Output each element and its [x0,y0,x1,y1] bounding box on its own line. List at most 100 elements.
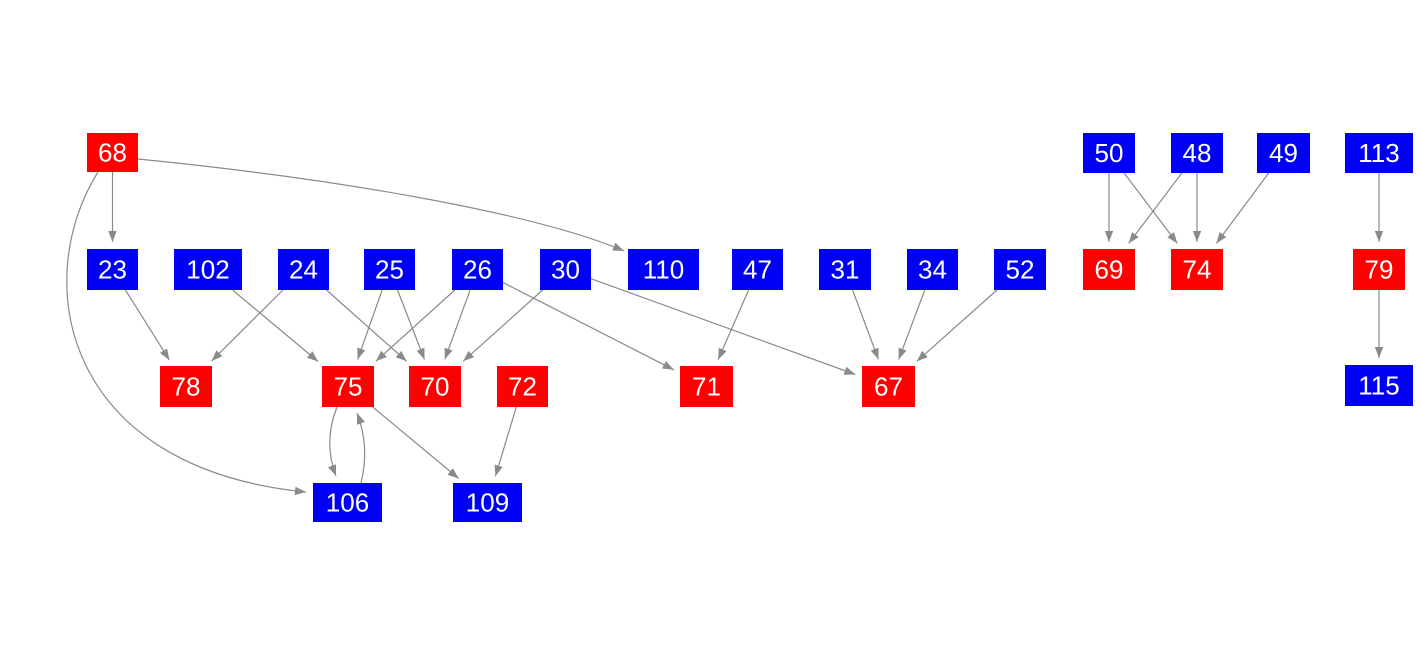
node-48: 48 [1171,133,1223,173]
node-71-label: 71 [692,372,721,402]
node-box [278,249,329,290]
node-109: 109 [453,483,522,522]
arrowhead-icon [463,350,475,362]
edge-34-67 [898,289,926,360]
node-box [452,249,503,290]
edge-line [462,289,544,362]
edge-49-74 [1215,172,1270,244]
arrowhead-icon [1374,347,1384,358]
arrowhead-icon [160,348,170,361]
arrowhead-icon [375,350,387,362]
arrowhead-icon [662,361,674,370]
node-113: 113 [1345,133,1413,173]
edge-line [232,289,319,362]
node-box [364,249,415,290]
node-box [680,366,733,407]
node-110-label: 110 [643,255,684,285]
node-70-label: 70 [421,372,450,402]
node-30-label: 30 [551,255,580,285]
node-67: 67 [862,366,915,407]
arrowhead-icon [1216,232,1227,244]
edge-line [1123,172,1178,244]
node-box [819,249,871,290]
node-75: 75 [322,366,374,407]
node-72: 72 [497,366,548,407]
arrowhead-icon [916,350,928,362]
node-box [628,249,699,290]
edge-layer [66,158,1384,496]
node-box [453,483,522,522]
edge-75-109 [372,406,460,479]
node-34-label: 34 [918,255,947,285]
arrowhead-icon [416,347,425,360]
node-25-label: 25 [375,255,404,285]
node-106-label: 106 [326,488,369,518]
node-78: 78 [160,366,212,407]
node-31: 31 [819,249,871,290]
node-69: 69 [1083,249,1135,290]
node-25: 25 [364,249,415,290]
node-78-label: 78 [172,372,201,402]
node-102: 102 [174,249,242,290]
node-50-label: 50 [1095,138,1124,168]
node-49-label: 49 [1269,138,1298,168]
node-109-label: 109 [466,488,509,518]
node-box [1083,249,1135,290]
edge-line [1128,172,1183,244]
edge-102-75 [232,289,319,362]
node-box [322,366,374,407]
node-box [1257,133,1310,173]
arrowhead-icon [1128,232,1139,244]
edge-line [211,289,284,362]
arrowhead-icon [357,347,366,360]
edge-line [137,158,625,252]
arrowhead-icon [307,351,319,362]
node-23-label: 23 [98,255,127,285]
node-113-label: 113 [1358,138,1399,168]
edge-line [372,406,460,479]
node-24: 24 [278,249,329,290]
node-70: 70 [409,366,461,407]
edge-79-115 [1374,290,1384,358]
node-102-label: 102 [186,255,229,285]
node-48-label: 48 [1183,138,1212,168]
edge-23-78 [124,289,170,361]
edge-48-69 [1128,172,1183,244]
node-box [862,366,915,407]
edge-line [444,289,471,360]
edge-106-75 [356,412,366,484]
node-68: 68 [87,133,138,172]
node-box [313,483,382,522]
arrowhead-icon [447,468,459,479]
node-box [1353,249,1405,290]
arrowhead-icon [328,464,336,476]
arrowhead-icon [294,486,306,496]
node-68-label: 68 [98,138,127,168]
node-box [540,249,591,290]
arrowhead-icon [1374,231,1384,242]
node-box [994,249,1046,290]
edge-line [357,289,383,360]
edge-75-106 [328,406,338,477]
edge-50-74 [1123,172,1178,244]
node-52: 52 [994,249,1046,290]
edge-line [124,289,170,361]
arrowhead-icon [1192,231,1202,242]
node-box [1171,133,1223,173]
edge-line [396,289,426,360]
edge-72-109 [494,406,517,477]
edge-25-75 [357,289,383,360]
edge-68-106 [66,171,307,496]
edge-24-78 [211,289,284,362]
arrowhead-icon [870,347,879,360]
edge-line [717,289,750,360]
node-106: 106 [313,483,382,522]
node-box [87,133,138,172]
node-box [160,366,212,407]
node-67-label: 67 [874,372,903,402]
edge-26-71 [502,281,675,371]
edge-113-79 [1374,173,1384,242]
node-79: 79 [1353,249,1405,290]
